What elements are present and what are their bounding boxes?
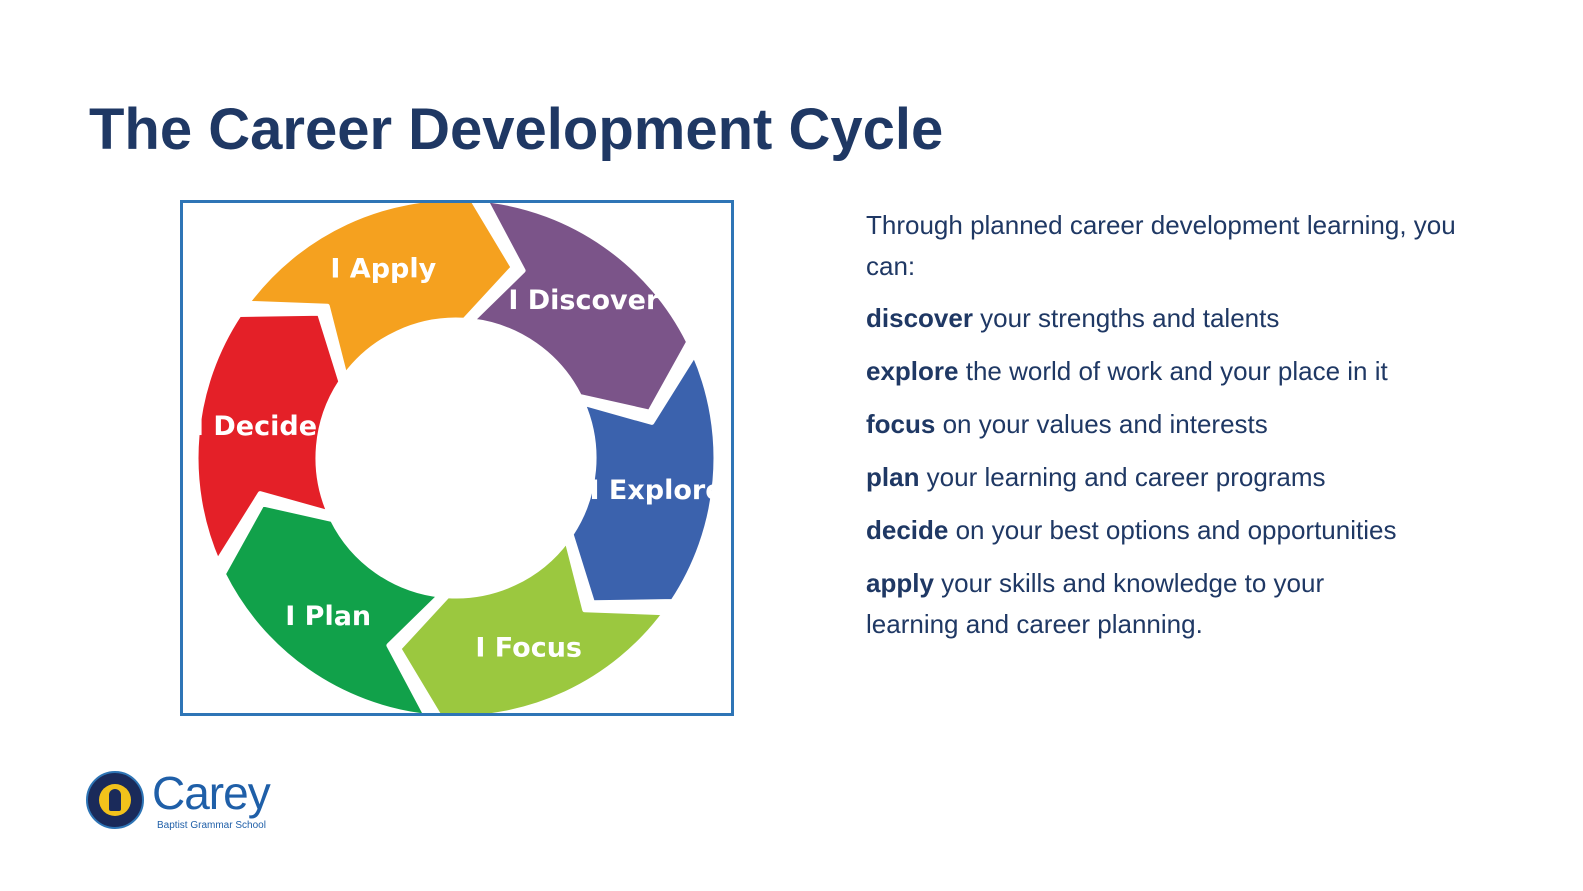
cycle-segment-label: I Explore (589, 475, 723, 506)
point-explore: explore the world of work and your place… (866, 351, 1506, 392)
point-keyword: decide (866, 515, 949, 545)
logo-subtitle: Baptist Grammar School (157, 820, 266, 831)
point-discover: discover your strengths and talents (866, 298, 1506, 339)
cycle-segment-label: I Focus (475, 633, 582, 664)
point-text: on your best options and opportunities (948, 515, 1397, 545)
intro-text: Through planned career development learn… (866, 210, 1456, 281)
point-text: on your values and interests (935, 409, 1268, 439)
career-cycle-diagram: I Apply I Discover I Explore I Focus I Plan I… (180, 200, 734, 716)
point-keyword: plan (866, 462, 920, 492)
cycle-segment (220, 501, 443, 713)
cycle-segment (469, 203, 692, 415)
cycle-segment-label: I Apply (330, 254, 436, 285)
point-keyword: apply (866, 568, 934, 598)
point-text: your learning and career programs (919, 462, 1326, 492)
point-keyword: explore (866, 356, 959, 386)
point-text: the world of work and your place in it (958, 356, 1388, 386)
point-focus: focus on your values and interests (866, 404, 1506, 445)
point-decide: decide on your best options and opportun… (866, 510, 1506, 551)
cycle-svg: I Apply I Discover I Explore I Focus I Plan I… (193, 203, 724, 713)
cycle-segment-label: I Discover (508, 285, 660, 316)
cycle-segment (568, 351, 719, 606)
point-keyword: discover (866, 303, 973, 333)
cycle-segment (193, 310, 344, 565)
point-text: your strengths and talents (972, 303, 1280, 333)
point-text: your skills and knowledge to your learni… (866, 568, 1325, 639)
cycle-segment (396, 537, 668, 713)
point-keyword: focus (866, 409, 936, 439)
point-plan: plan your learning and career programs (866, 457, 1506, 498)
point-apply: apply your skills and knowledge to your … (866, 563, 1356, 645)
cycle-segment (244, 203, 516, 379)
school-seal-icon (86, 771, 144, 829)
carey-logo: Carey Baptist Grammar School (86, 767, 306, 834)
cycle-segment-label: I Plan (285, 601, 371, 632)
slide-title: The Career Development Cycle (89, 97, 944, 162)
logo-name: Carey (152, 767, 271, 819)
body-text: Through planned career development learn… (866, 205, 1506, 657)
cycle-segment-label: I Decide (194, 411, 317, 442)
